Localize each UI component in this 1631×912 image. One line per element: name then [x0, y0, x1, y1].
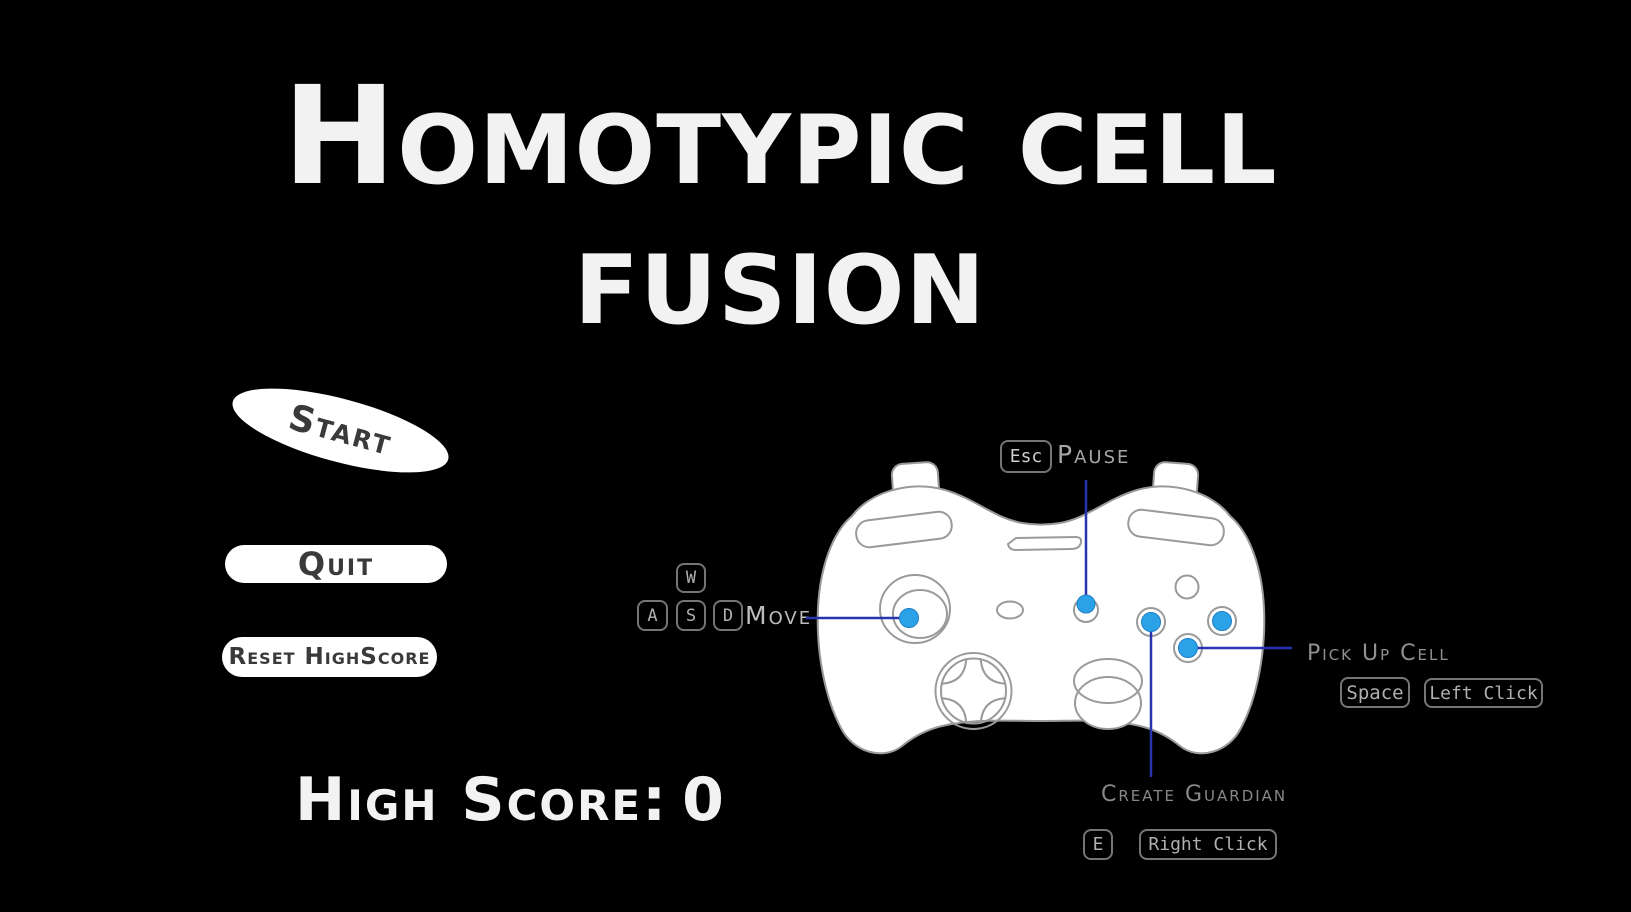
reset-highscore-button[interactable]: Reset HighScore	[222, 637, 437, 677]
dpad-cross-detail	[940, 697, 968, 724]
high-score: High Score:0	[295, 765, 726, 835]
high-score-value: 0	[682, 765, 726, 835]
dpad-outer-ring	[934, 652, 1013, 730]
right-bumper	[1127, 508, 1225, 547]
key-e-badge: E	[1083, 829, 1113, 860]
controller-body	[816, 485, 1266, 755]
key-esc-badge: Esc	[1000, 440, 1052, 473]
button-b-marker-dot	[1212, 611, 1232, 631]
button-a-marker-dot	[1178, 638, 1198, 658]
controller-diagram	[806, 461, 1292, 777]
left-bumper	[855, 510, 953, 549]
key-space-badge: Space	[1340, 677, 1410, 708]
button-y	[1174, 574, 1200, 600]
game-title: Homotypic cell fusion	[170, 67, 1390, 347]
left-click-badge: Left Click	[1424, 678, 1543, 708]
move-label: Move	[745, 601, 813, 630]
key-d-badge: D	[713, 600, 743, 631]
pick-up-cell-label: Pick Up Cell	[1307, 641, 1450, 666]
dpad-inner-ring	[940, 657, 1007, 725]
left-stick-outer	[879, 574, 951, 644]
speaker-slot	[1007, 536, 1083, 551]
quit-button[interactable]: Quit	[225, 545, 447, 583]
back-button	[996, 600, 1024, 620]
game-title-line2: fusion	[573, 198, 987, 356]
dpad-cross-detail	[979, 658, 1007, 685]
start-button-marker-dot	[1076, 594, 1096, 614]
left-stick-inner	[892, 589, 948, 639]
right-click-badge: Right Click	[1139, 829, 1277, 860]
key-w-badge: W	[676, 563, 706, 593]
right-stick-cap	[1073, 658, 1143, 704]
left-stick-marker-dot	[899, 608, 919, 628]
dpad-cross-detail	[979, 697, 1007, 724]
button-b	[1207, 606, 1237, 636]
high-score-label: High Score:	[295, 765, 669, 835]
button-x-marker-dot	[1141, 612, 1161, 632]
key-a-badge: A	[637, 600, 668, 631]
start-button[interactable]: Start	[224, 371, 457, 490]
game-title-line1: Homotypic cell	[282, 58, 1278, 216]
dpad-cross-detail	[940, 658, 968, 685]
key-s-badge: S	[676, 600, 706, 631]
pause-label: Pause	[1057, 440, 1131, 469]
create-guardian-label: Create Guardian	[1101, 782, 1288, 807]
